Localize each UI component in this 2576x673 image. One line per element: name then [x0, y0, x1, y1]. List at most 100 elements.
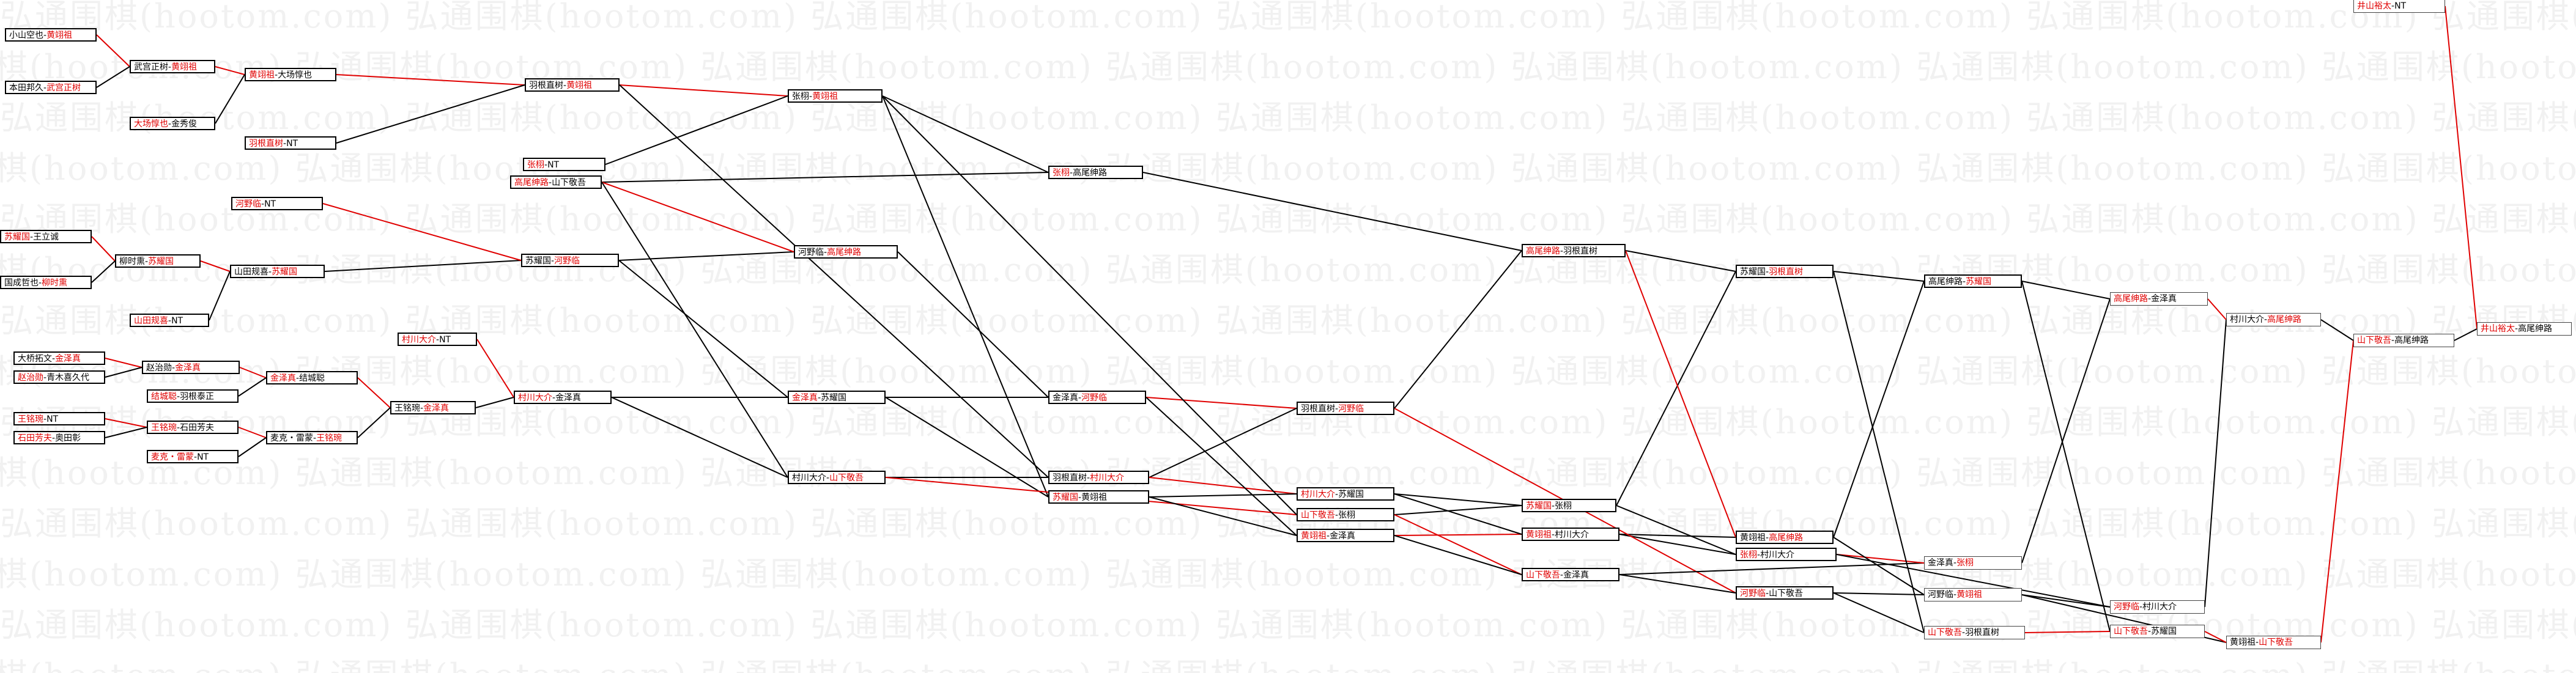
bracket-link [601, 182, 788, 478]
player-1: 小山空也 [9, 31, 43, 40]
player-2: 金泽真 [555, 393, 582, 403]
match-node: 王铭琬-金泽真 [390, 401, 476, 414]
separator: - [549, 178, 552, 188]
player-2: 高尾绅路 [2267, 315, 2302, 325]
match-node: 苏耀国-河野临 [521, 254, 619, 267]
bracket-link [2445, 6, 2478, 329]
player-1: 河野临 [2114, 602, 2139, 612]
bracket-link [618, 251, 794, 261]
bracket-link [2454, 328, 2478, 341]
match-node: 黄翊祖-大场惇也 [245, 68, 336, 81]
match-node: 村川大介-苏耀国 [1297, 487, 1394, 501]
player-1: 苏耀国 [1526, 501, 1552, 511]
separator: - [2264, 315, 2268, 325]
player-1: 山下敬吾 [1301, 510, 1335, 520]
player-2: 河野临 [1338, 404, 1364, 414]
separator: - [313, 433, 317, 443]
bracket-link [1619, 562, 1925, 575]
separator: - [1962, 628, 1966, 638]
player-2: 黄翊祖 [1956, 590, 1983, 600]
bracket-link [1833, 592, 1925, 633]
player-1: 大桥拓文 [18, 354, 52, 364]
separator: - [1552, 501, 1555, 511]
separator: - [436, 335, 440, 345]
separator: - [2148, 294, 2152, 304]
player-2: 金泽真 [423, 403, 450, 413]
player-1: 村川大介 [1301, 490, 1335, 499]
bracket-link [605, 95, 788, 165]
player-2: 高尾绅路 [1769, 533, 1804, 543]
separator: - [1335, 404, 1339, 414]
player-2: 高尾绅路 [2394, 336, 2429, 345]
separator: - [818, 393, 821, 403]
match-node: 结城聪-羽根泰正 [147, 389, 239, 403]
separator: - [1070, 168, 1073, 178]
separator: - [1560, 246, 1564, 256]
player-2: 羽根直树 [1563, 246, 1598, 256]
player-2: 黄翊祖 [1081, 493, 1108, 502]
player-1: 山下敬吾 [1526, 570, 1560, 580]
bracket-link [1836, 554, 2111, 608]
separator: - [1953, 590, 1957, 600]
match-node: 苏耀国-王立诚 [0, 230, 92, 243]
match-node: 张栩-NT [523, 158, 605, 171]
bracket-link [2204, 319, 2227, 608]
bracket-link [215, 74, 245, 124]
player-1: 石田芳夫 [18, 433, 52, 443]
player-1: 黄翊祖 [1301, 531, 1327, 541]
player-1: 河野临 [1928, 590, 1953, 600]
player-1: 黄翊祖 [1526, 530, 1552, 540]
player-2: NT [264, 199, 276, 209]
separator: - [1078, 493, 1082, 502]
player-2: 高尾绅路 [827, 248, 862, 257]
bracket-link [2021, 594, 2111, 608]
bracket-link [476, 339, 514, 398]
bracket-link [1833, 281, 1925, 538]
player-1: 村川大介 [2230, 315, 2264, 325]
match-node: 武宫正树-黄翊祖 [130, 60, 215, 73]
separator: - [275, 70, 278, 80]
bracket-link [882, 95, 1049, 173]
bracket-link [1146, 397, 1297, 409]
match-node: 羽根直树-黄翊祖 [525, 78, 620, 92]
separator: - [826, 473, 830, 483]
separator: - [52, 354, 56, 364]
player-2: 苏耀国 [821, 393, 847, 403]
match-node: 高尾绅路-羽根直树 [1522, 244, 1626, 257]
player-1: 高尾绅路 [514, 178, 549, 188]
match-node: 山下敬吾-高尾绅路 [2353, 334, 2454, 347]
match-node: 张栩-村川大介 [1736, 548, 1837, 561]
bracket-link [1833, 592, 1925, 595]
separator: - [809, 92, 813, 101]
bracket-link [2021, 281, 2111, 300]
player-2: 金泽真 [175, 363, 201, 373]
player-1: 苏耀国 [1053, 493, 1078, 502]
player-2: NT [286, 139, 298, 149]
match-node: 黄翊祖-山下敬吾 [2226, 636, 2321, 649]
bracket-link [2320, 340, 2354, 643]
player-1: 金泽真 [270, 373, 296, 383]
player-2: 山下敬吾 [1769, 589, 1804, 598]
player-1: 高尾绅路 [1928, 277, 1963, 287]
separator: - [1327, 531, 1330, 541]
match-node: 高尾绅路-金泽真 [2110, 292, 2208, 306]
player-2: 金泽真 [1330, 531, 1356, 541]
bracket-link [619, 84, 788, 97]
player-1: 张栩 [792, 92, 809, 101]
player-2: 苏耀国 [1966, 277, 1992, 287]
bracket-link [1394, 514, 1522, 575]
bracket-link [1836, 554, 1925, 564]
bracket-link [105, 418, 147, 428]
player-2: 黄翊祖 [171, 62, 198, 72]
player-2: 柳时熏 [42, 278, 68, 288]
player-1: 井山裕太 [2481, 324, 2515, 334]
bracket-link [1619, 534, 1736, 538]
bracket-link [2204, 631, 2227, 643]
separator: - [261, 199, 265, 209]
separator: - [168, 62, 172, 72]
player-2: NT [439, 335, 451, 345]
separator: - [563, 81, 567, 90]
separator: - [145, 257, 149, 267]
player-1: 羽根直树 [529, 81, 563, 90]
bracket-link [1149, 493, 1297, 498]
